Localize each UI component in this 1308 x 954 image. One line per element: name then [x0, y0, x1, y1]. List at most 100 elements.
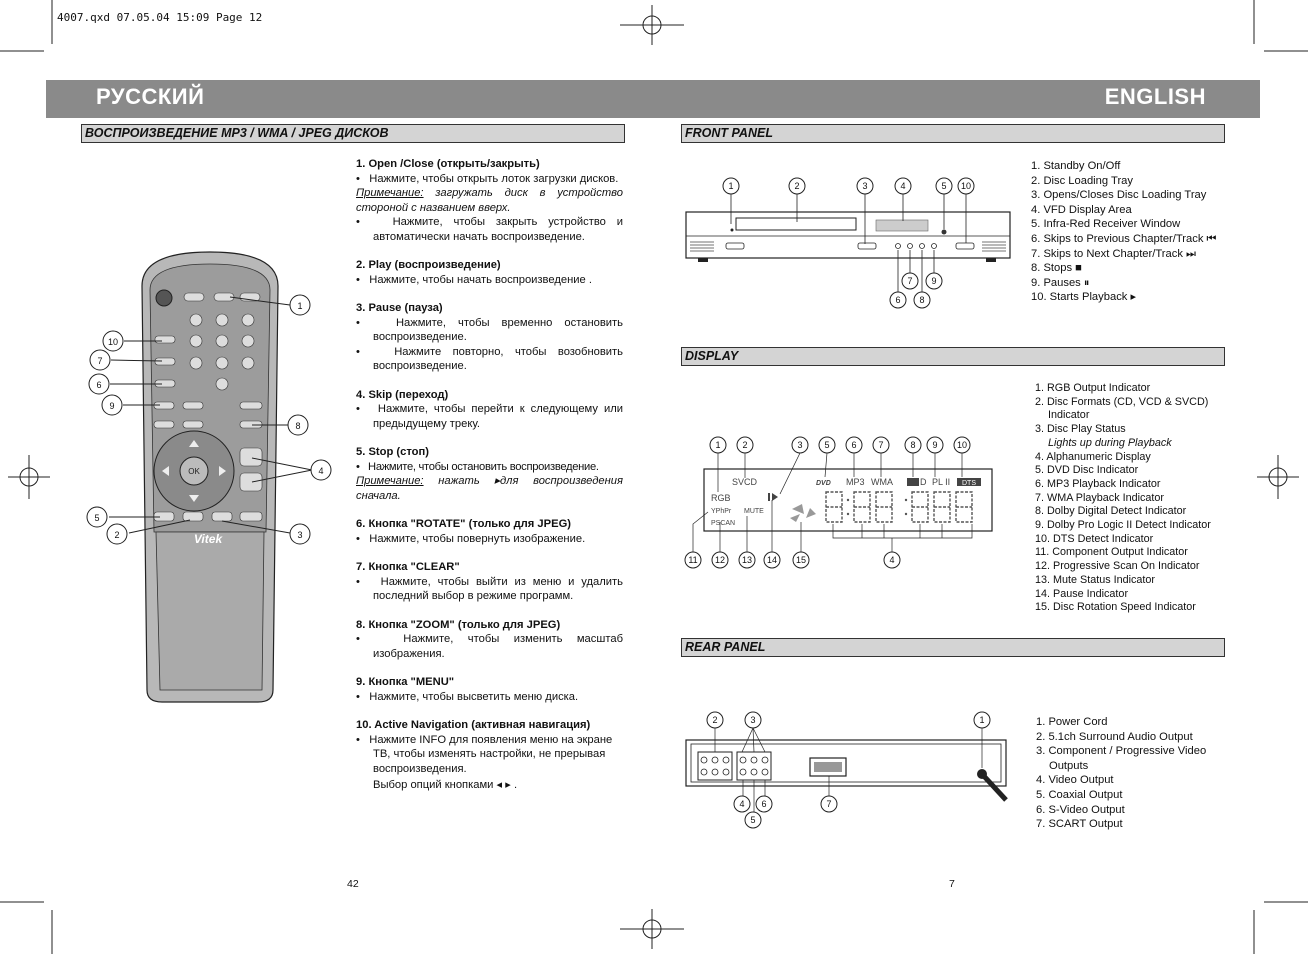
list-item: 4. VFD Display Area [1031, 203, 1132, 216]
ru-section-header: ВОСПРОИЗВЕДЕНИЕ MP3 / WMA / JPEG ДИСКОВ [81, 124, 625, 143]
dts-label: DTS [962, 480, 976, 487]
list-item: 6. MP3 Playback Indicator [1035, 477, 1161, 490]
list-item: 5. Infra-Red Receiver Window [1031, 218, 1181, 231]
page-number-right: 7 [949, 878, 955, 890]
front-panel-list: 1. Standby On/Off 2. Disc Loading Tray 3… [1031, 159, 1246, 305]
svg-text:8: 8 [919, 295, 924, 305]
ru-item-heading: 9. Кнопка "MENU" [356, 676, 455, 688]
ru-item-heading: 10. Active Navigation (активная навигаци… [356, 719, 591, 731]
ru-item-heading: 1. Open /Close (открыть/закрыть) [356, 158, 540, 170]
list-item: 9. Dolby Pro Logic II Detect Indicator [1035, 519, 1211, 532]
remote-callout-10: 10 [108, 337, 118, 347]
svg-text:1: 1 [715, 440, 720, 450]
list-item: 6. Skips to Previous Chapter/Track ⏮ [1031, 232, 1217, 245]
ru-bullet: • Нажмите повторно, чтобы возобновить во… [356, 345, 623, 373]
ok-label: OK [188, 467, 200, 476]
list-item: 4. Video Output [1036, 774, 1114, 787]
list-item: 13. Mute Status Indicator [1035, 573, 1156, 586]
rgb-label: RGB [711, 493, 731, 503]
svg-text:5: 5 [750, 815, 755, 825]
ru-bullet: • Нажмите, чтобы повернуть изображение. [356, 532, 586, 545]
remote-illustration: OK Vitek 1 10 7 6 9 8 4 5 2 3 [86, 251, 332, 703]
svg-text:13: 13 [742, 555, 752, 565]
svg-text:10: 10 [961, 181, 971, 191]
remote-callout-1: 1 [297, 301, 302, 311]
list-item: 1. RGB Output Indicator [1035, 382, 1151, 394]
front-panel-title: FRONT PANEL [685, 126, 773, 140]
display-list: 1. RGB Output Indicator 2. Disc Formats … [1035, 382, 1250, 615]
ru-bullet: • Нажмите, чтобы высветить меню диска. [356, 690, 579, 703]
rear-panel-header: REAR PANEL [681, 638, 1225, 657]
svg-text:4: 4 [900, 181, 905, 191]
svg-text:6: 6 [895, 295, 900, 305]
list-item: 7. Skips to Next Chapter/Track ⏭ [1031, 247, 1197, 260]
svcd-label: SVCD [732, 477, 758, 487]
list-item-continued: Outputs [1049, 759, 1089, 772]
list-item: 2. Disc Loading Tray [1031, 174, 1133, 187]
yphpr-label: YPhPr [711, 508, 732, 515]
list-item: 1. Standby On/Off [1031, 160, 1121, 172]
display-diagram: SVCD DVD MP3 WMA D PL II RGB YPhPr PSCAN… [684, 436, 993, 569]
list-item: 5. DVD Disc Indicator [1035, 464, 1139, 477]
banner-russian: РУССКИЙ [96, 84, 205, 109]
remote-callout-2: 2 [114, 530, 119, 540]
svg-text:7: 7 [907, 276, 912, 286]
svg-text:15: 15 [796, 555, 806, 565]
svg-text:10: 10 [957, 440, 967, 450]
list-item: 9. Pauses ⏸ [1031, 276, 1090, 289]
list-item: 2. 5.1ch Surround Audio Output [1036, 730, 1193, 743]
ru-item-heading: 2. Play (воспроизведение) [356, 259, 501, 271]
list-item-continued: Lights up during Playback [1048, 436, 1172, 449]
svg-text:5: 5 [824, 440, 829, 450]
remote-callout-7: 7 [97, 356, 102, 366]
language-banner: РУССКИЙ ENGLISH [46, 80, 1260, 118]
ru-item-heading: 4. Skip (переход) [356, 388, 449, 401]
remote-callout-4: 4 [318, 466, 323, 476]
display-header: DISPLAY [681, 347, 1225, 366]
remote-callout-9: 9 [109, 401, 114, 411]
rear-panel-diagram: 2 3 1 4 6 5 7 [685, 711, 1008, 829]
list-item: 5. Coaxial Output [1036, 788, 1123, 801]
list-item: 12. Progressive Scan On Indicator [1035, 560, 1200, 573]
ru-bullet: • Нажмите, чтобы остановить воспроизведе… [356, 460, 599, 473]
rear-panel-list: 1. Power Cord 2. 5.1ch Surround Audio Ou… [1036, 715, 1251, 832]
ru-item-heading: 8. Кнопка "ZOOM" (только для JPEG) [356, 618, 561, 631]
page-number-left: 42 [347, 878, 359, 890]
list-item: 8. Dolby Digital Detect Indicator [1035, 505, 1187, 518]
ru-bullet: • Нажмите, чтобы открыть лоток загрузки … [356, 172, 619, 185]
list-item: 7. WMA Playback Indicator [1035, 491, 1165, 504]
svg-text:4: 4 [889, 555, 894, 565]
ru-item-heading: 3. Pause (пауза) [356, 302, 443, 314]
pscan-label: PSCAN [711, 520, 735, 527]
list-item: 10. Starts Playback ▸ [1031, 291, 1137, 304]
list-item-continued: Indicator [1048, 409, 1090, 422]
svg-text:1: 1 [979, 715, 984, 725]
display-title: DISPLAY [685, 349, 739, 363]
svg-text:3: 3 [862, 181, 867, 191]
remote-callout-8: 8 [295, 421, 300, 431]
svg-text:9: 9 [932, 440, 937, 450]
mp3-label: MP3 [846, 477, 865, 487]
ru-bullet: • Нажмите, чтобы закрыть устройство и ав… [356, 216, 623, 243]
svg-text:7: 7 [878, 440, 883, 450]
svg-text:1: 1 [728, 181, 733, 191]
ru-section-title: ВОСПРОИЗВЕДЕНИЕ MP3 / WMA / JPEG ДИСКОВ [85, 126, 389, 140]
front-panel-diagram: 1 2 3 4 5 10 7 9 6 8 [685, 177, 1011, 309]
svg-text:2: 2 [794, 181, 799, 191]
remote-callout-5: 5 [94, 513, 99, 523]
list-item: 3. Component / Progressive Video [1036, 745, 1207, 758]
print-header: 4007.qxd 07.05.04 15:09 Page 12 [57, 11, 263, 24]
list-item: 15. Disc Rotation Speed Indicator [1035, 601, 1196, 614]
svg-text:9: 9 [931, 276, 936, 286]
ru-bullet: • Нажмите INFO для появления меню на экр… [356, 733, 613, 775]
rear-panel-title: REAR PANEL [685, 640, 766, 654]
list-item: 3. Opens/Closes Disc Loading Tray [1031, 189, 1207, 202]
svg-text:14: 14 [767, 555, 777, 565]
list-item: 1. Power Cord [1036, 716, 1108, 728]
pl-label: PL II [932, 477, 950, 487]
svg-text:6: 6 [761, 799, 766, 809]
list-item: 8. Stops ■ [1031, 262, 1082, 275]
ru-item-heading: 5. Stop (стоп) [356, 446, 429, 458]
svg-text:3: 3 [750, 715, 755, 725]
